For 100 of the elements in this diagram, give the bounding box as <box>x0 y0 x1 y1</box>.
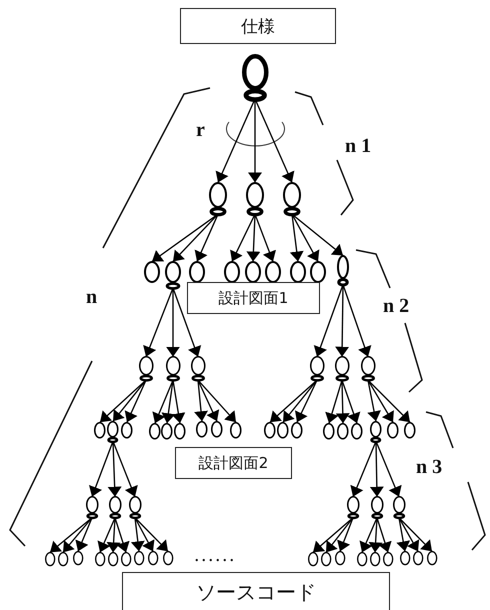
box-label: 仕様 <box>241 16 275 38</box>
oval-node <box>392 496 406 519</box>
arrow <box>166 288 180 357</box>
arrow <box>172 288 202 357</box>
box-label: 設計図面2 <box>198 454 268 473</box>
oval-node <box>370 552 380 566</box>
oval-node <box>161 422 173 440</box>
oval-node <box>337 255 349 286</box>
arrow <box>312 517 354 553</box>
oval-node <box>107 420 119 442</box>
text-box <box>175 447 292 479</box>
oval-node <box>196 420 208 438</box>
oval-node <box>120 552 132 566</box>
box-label: ソースコード <box>196 579 316 606</box>
oval-node <box>189 261 205 283</box>
arrow <box>291 214 320 262</box>
arrow <box>246 214 260 262</box>
arrow <box>398 517 420 552</box>
oval-node <box>323 422 335 440</box>
oval-node <box>166 356 180 382</box>
oval-node <box>134 550 144 566</box>
arrow <box>398 517 432 552</box>
arrow <box>161 380 176 424</box>
arrow <box>325 380 343 424</box>
oval-node <box>86 496 98 519</box>
oval-node <box>246 182 264 216</box>
oval-node <box>370 420 382 442</box>
oval-node <box>128 496 142 519</box>
oval-node <box>174 422 186 440</box>
oval-node <box>162 550 174 566</box>
arrow <box>336 380 350 424</box>
arrow <box>134 517 168 552</box>
arrow <box>112 380 146 422</box>
oval-node <box>209 182 227 216</box>
oval-node <box>308 552 318 566</box>
arrow <box>290 214 304 262</box>
arrow <box>114 518 130 553</box>
oval-node <box>190 356 206 382</box>
oval-node <box>230 422 242 438</box>
arrow <box>367 380 394 423</box>
oval-node <box>265 261 281 283</box>
oval-node <box>264 422 276 438</box>
rotation-label: r <box>196 120 205 140</box>
arrow <box>376 518 392 553</box>
arrow <box>375 441 402 497</box>
oval-node <box>94 422 106 438</box>
arrow <box>152 380 174 424</box>
oval-node <box>72 550 84 566</box>
oval-node <box>334 550 346 566</box>
oval-node <box>290 261 306 283</box>
arrow <box>50 517 92 553</box>
oval-node <box>224 261 240 283</box>
level-label: n 3 <box>416 457 442 477</box>
oval-node <box>351 422 363 440</box>
arrow <box>197 380 220 422</box>
arrow <box>254 214 276 262</box>
oval-node <box>121 422 133 438</box>
box-label: 設計図面1 <box>218 289 288 308</box>
arrow <box>292 214 344 256</box>
oval-node <box>356 552 368 566</box>
oval-node <box>144 261 160 283</box>
arrow <box>230 214 256 262</box>
arrow <box>325 517 354 553</box>
oval-node <box>310 261 326 283</box>
arrow <box>143 288 174 357</box>
arrow <box>124 380 147 423</box>
arrow <box>112 441 138 497</box>
arrow <box>368 380 410 423</box>
oval-node <box>346 496 360 519</box>
oval-node <box>320 552 332 566</box>
oval-node <box>211 420 223 438</box>
arrow <box>89 441 114 497</box>
oval-node <box>337 422 349 440</box>
arrow <box>350 441 377 497</box>
level-label: n 2 <box>383 296 410 316</box>
depth-label: n <box>86 287 98 307</box>
arrow <box>341 380 360 424</box>
arrow <box>198 380 236 423</box>
oval-node <box>165 261 181 289</box>
oval-node <box>404 422 416 438</box>
arrow <box>360 518 378 553</box>
oval-node <box>108 496 122 519</box>
oval-node <box>44 552 56 566</box>
arrow <box>75 518 93 552</box>
oval-node <box>277 422 289 438</box>
oval-node <box>94 552 106 566</box>
oval-node <box>400 550 410 566</box>
oval-node <box>334 356 350 382</box>
arrow <box>294 380 318 423</box>
arrow <box>171 380 186 424</box>
oval-node <box>412 550 424 566</box>
arrow <box>98 518 116 553</box>
arrow <box>134 517 154 552</box>
arrow <box>108 441 122 497</box>
arrow <box>130 518 145 552</box>
oval-node <box>108 552 118 566</box>
oval-node <box>310 356 324 382</box>
arrow <box>270 380 318 423</box>
text-box <box>187 282 320 314</box>
level-label: n 1 <box>345 136 372 156</box>
